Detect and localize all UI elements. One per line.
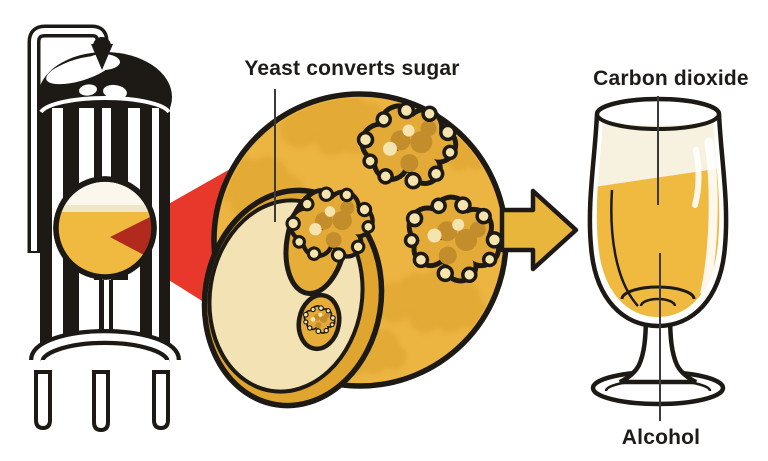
porthole-foam-line	[58, 205, 152, 214]
tank-dome-seam	[39, 95, 171, 114]
glass-inner-reflection	[610, 189, 639, 307]
glass-stem	[618, 309, 698, 385]
label-alcohol: Alcohol	[621, 426, 701, 449]
label-carbon-dioxide: Carbon dioxide	[593, 67, 749, 90]
beer-highlight	[692, 147, 702, 208]
tank-dome-highlight	[103, 84, 127, 100]
glass-bottom-arc	[639, 297, 677, 307]
yeast-magnified-circle	[201, 90, 510, 409]
glass-bottom-arc	[620, 285, 696, 300]
magnifier-beam-wedge	[110, 206, 152, 270]
tank-base-rim-inner	[33, 333, 177, 361]
fermentation-tank	[27, 24, 181, 433]
label-yeast-converts-sugar: Yeast converts sugar	[244, 57, 460, 80]
process-arrow-right-icon	[499, 188, 579, 272]
tank-valve	[91, 44, 113, 70]
tank-pipe-inner	[31, 28, 105, 251]
tank-porthole-ring	[53, 176, 157, 280]
beer-liquid	[596, 166, 720, 317]
tank-legs	[34, 370, 170, 433]
beer-highlight	[700, 137, 718, 297]
tank-dome-highlight	[79, 84, 97, 96]
yeast-cell	[201, 173, 386, 409]
